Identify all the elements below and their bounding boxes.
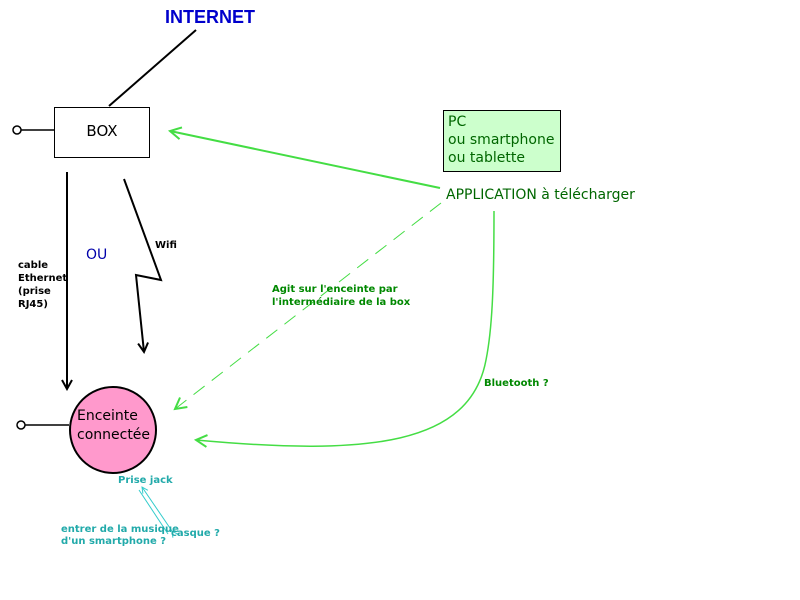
internet-label: INTERNET bbox=[165, 7, 255, 27]
cable-line-2: Ethernet bbox=[18, 273, 68, 284]
jack-double-arrow-2 bbox=[138, 489, 169, 535]
speaker-node: Enceinte connectée bbox=[69, 386, 157, 474]
speaker-line-1: Enceinte bbox=[77, 408, 138, 424]
box-node: BOX bbox=[54, 107, 150, 158]
musique-line-1: entrer de la musique bbox=[61, 524, 179, 535]
pc-line-3: ou tablette bbox=[448, 150, 525, 166]
cable-line-4: RJ45) bbox=[18, 299, 48, 310]
ethernet-cable-label: cable Ethernet (prise RJ45) bbox=[18, 259, 67, 311]
box-plug-icon bbox=[12, 125, 22, 135]
agit-line-1: Agit sur l'enceinte par bbox=[272, 284, 398, 295]
pc-device-node: PC ou smartphone ou tablette bbox=[443, 110, 561, 172]
cable-line-1: cable bbox=[18, 260, 49, 271]
internet-link-line bbox=[108, 29, 197, 107]
bluetooth-label: Bluetooth ? bbox=[484, 378, 549, 389]
pc-line-2: ou smartphone bbox=[448, 132, 555, 148]
pc-line-1: PC bbox=[448, 114, 467, 130]
agit-label: Agit sur l'enceinte par l'intermédiaire … bbox=[272, 283, 410, 309]
speaker-line-2: connectée bbox=[77, 427, 151, 443]
musique-line-2: d'un smartphone ? bbox=[61, 536, 167, 547]
wifi-label: Wifi bbox=[155, 240, 177, 251]
wifi-arrow bbox=[123, 178, 163, 352]
cable-line-3: (prise bbox=[18, 286, 51, 297]
app-to-box-arrow bbox=[170, 131, 441, 189]
speaker-plug-icon bbox=[16, 420, 26, 430]
musique-label: entrer de la musique d'un smartphone ? bbox=[61, 524, 179, 548]
casque-label: casque ? bbox=[171, 528, 220, 539]
app-to-speaker-dashed-arrow bbox=[175, 202, 442, 409]
ou-label: OU bbox=[86, 247, 108, 263]
box-label: BOX bbox=[86, 122, 118, 140]
bluetooth-arrow bbox=[196, 210, 495, 446]
agit-line-2: l'intermédiaire de la box bbox=[272, 297, 411, 308]
application-label: APPLICATION à télécharger bbox=[446, 187, 635, 203]
prise-jack-label: Prise jack bbox=[118, 475, 173, 486]
jack-double-arrow bbox=[142, 487, 172, 531]
